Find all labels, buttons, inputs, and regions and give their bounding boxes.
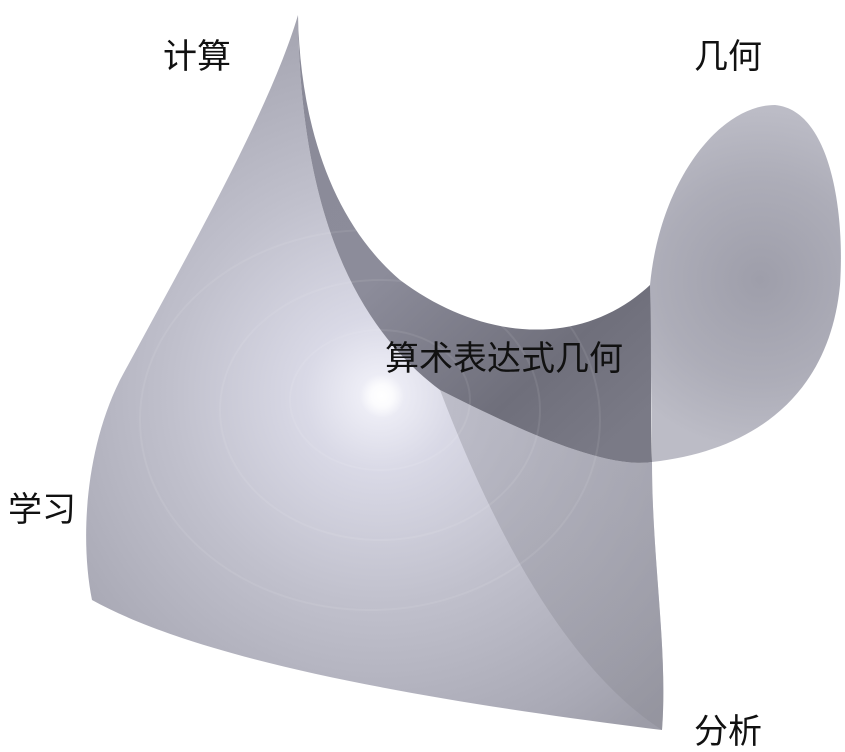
label-center: 算术表达式几何	[385, 339, 623, 379]
surface-highlight	[360, 374, 404, 418]
surface-inner-fold	[298, 15, 652, 463]
label-left: 学习	[8, 490, 76, 530]
surface-shading-rings	[139, 229, 601, 611]
label-bottom-right: 分析	[694, 712, 762, 752]
surface-right-face	[440, 390, 664, 730]
surface-right-lobe	[650, 105, 841, 462]
label-top-right: 几何	[694, 37, 762, 77]
label-top-left: 计算	[163, 37, 231, 77]
